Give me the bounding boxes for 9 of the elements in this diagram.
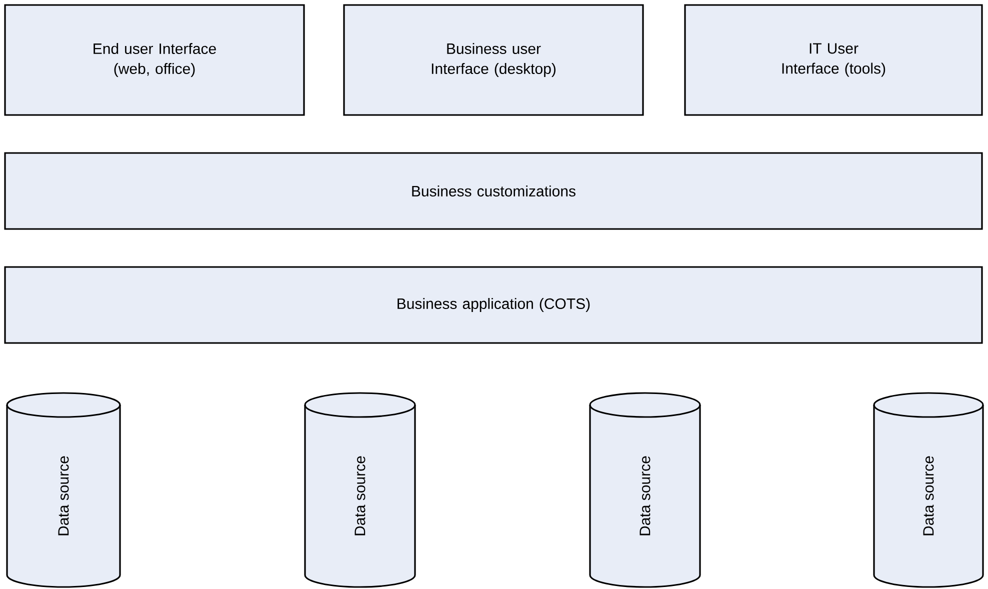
- layer-box: Business application (COTS): [4, 266, 983, 344]
- layer-box: Business user Interface (desktop): [343, 4, 644, 116]
- layer-box: End user Interface (web, office): [4, 4, 305, 116]
- database-cylinder: Data source: [873, 392, 984, 588]
- database-cylinder: Data source: [304, 392, 416, 588]
- database-cylinder: Data source: [589, 392, 701, 588]
- layer-box: IT User Interface (tools): [684, 4, 983, 116]
- layer-box: Business customizations: [4, 152, 983, 230]
- database-cylinder: Data source: [6, 392, 121, 588]
